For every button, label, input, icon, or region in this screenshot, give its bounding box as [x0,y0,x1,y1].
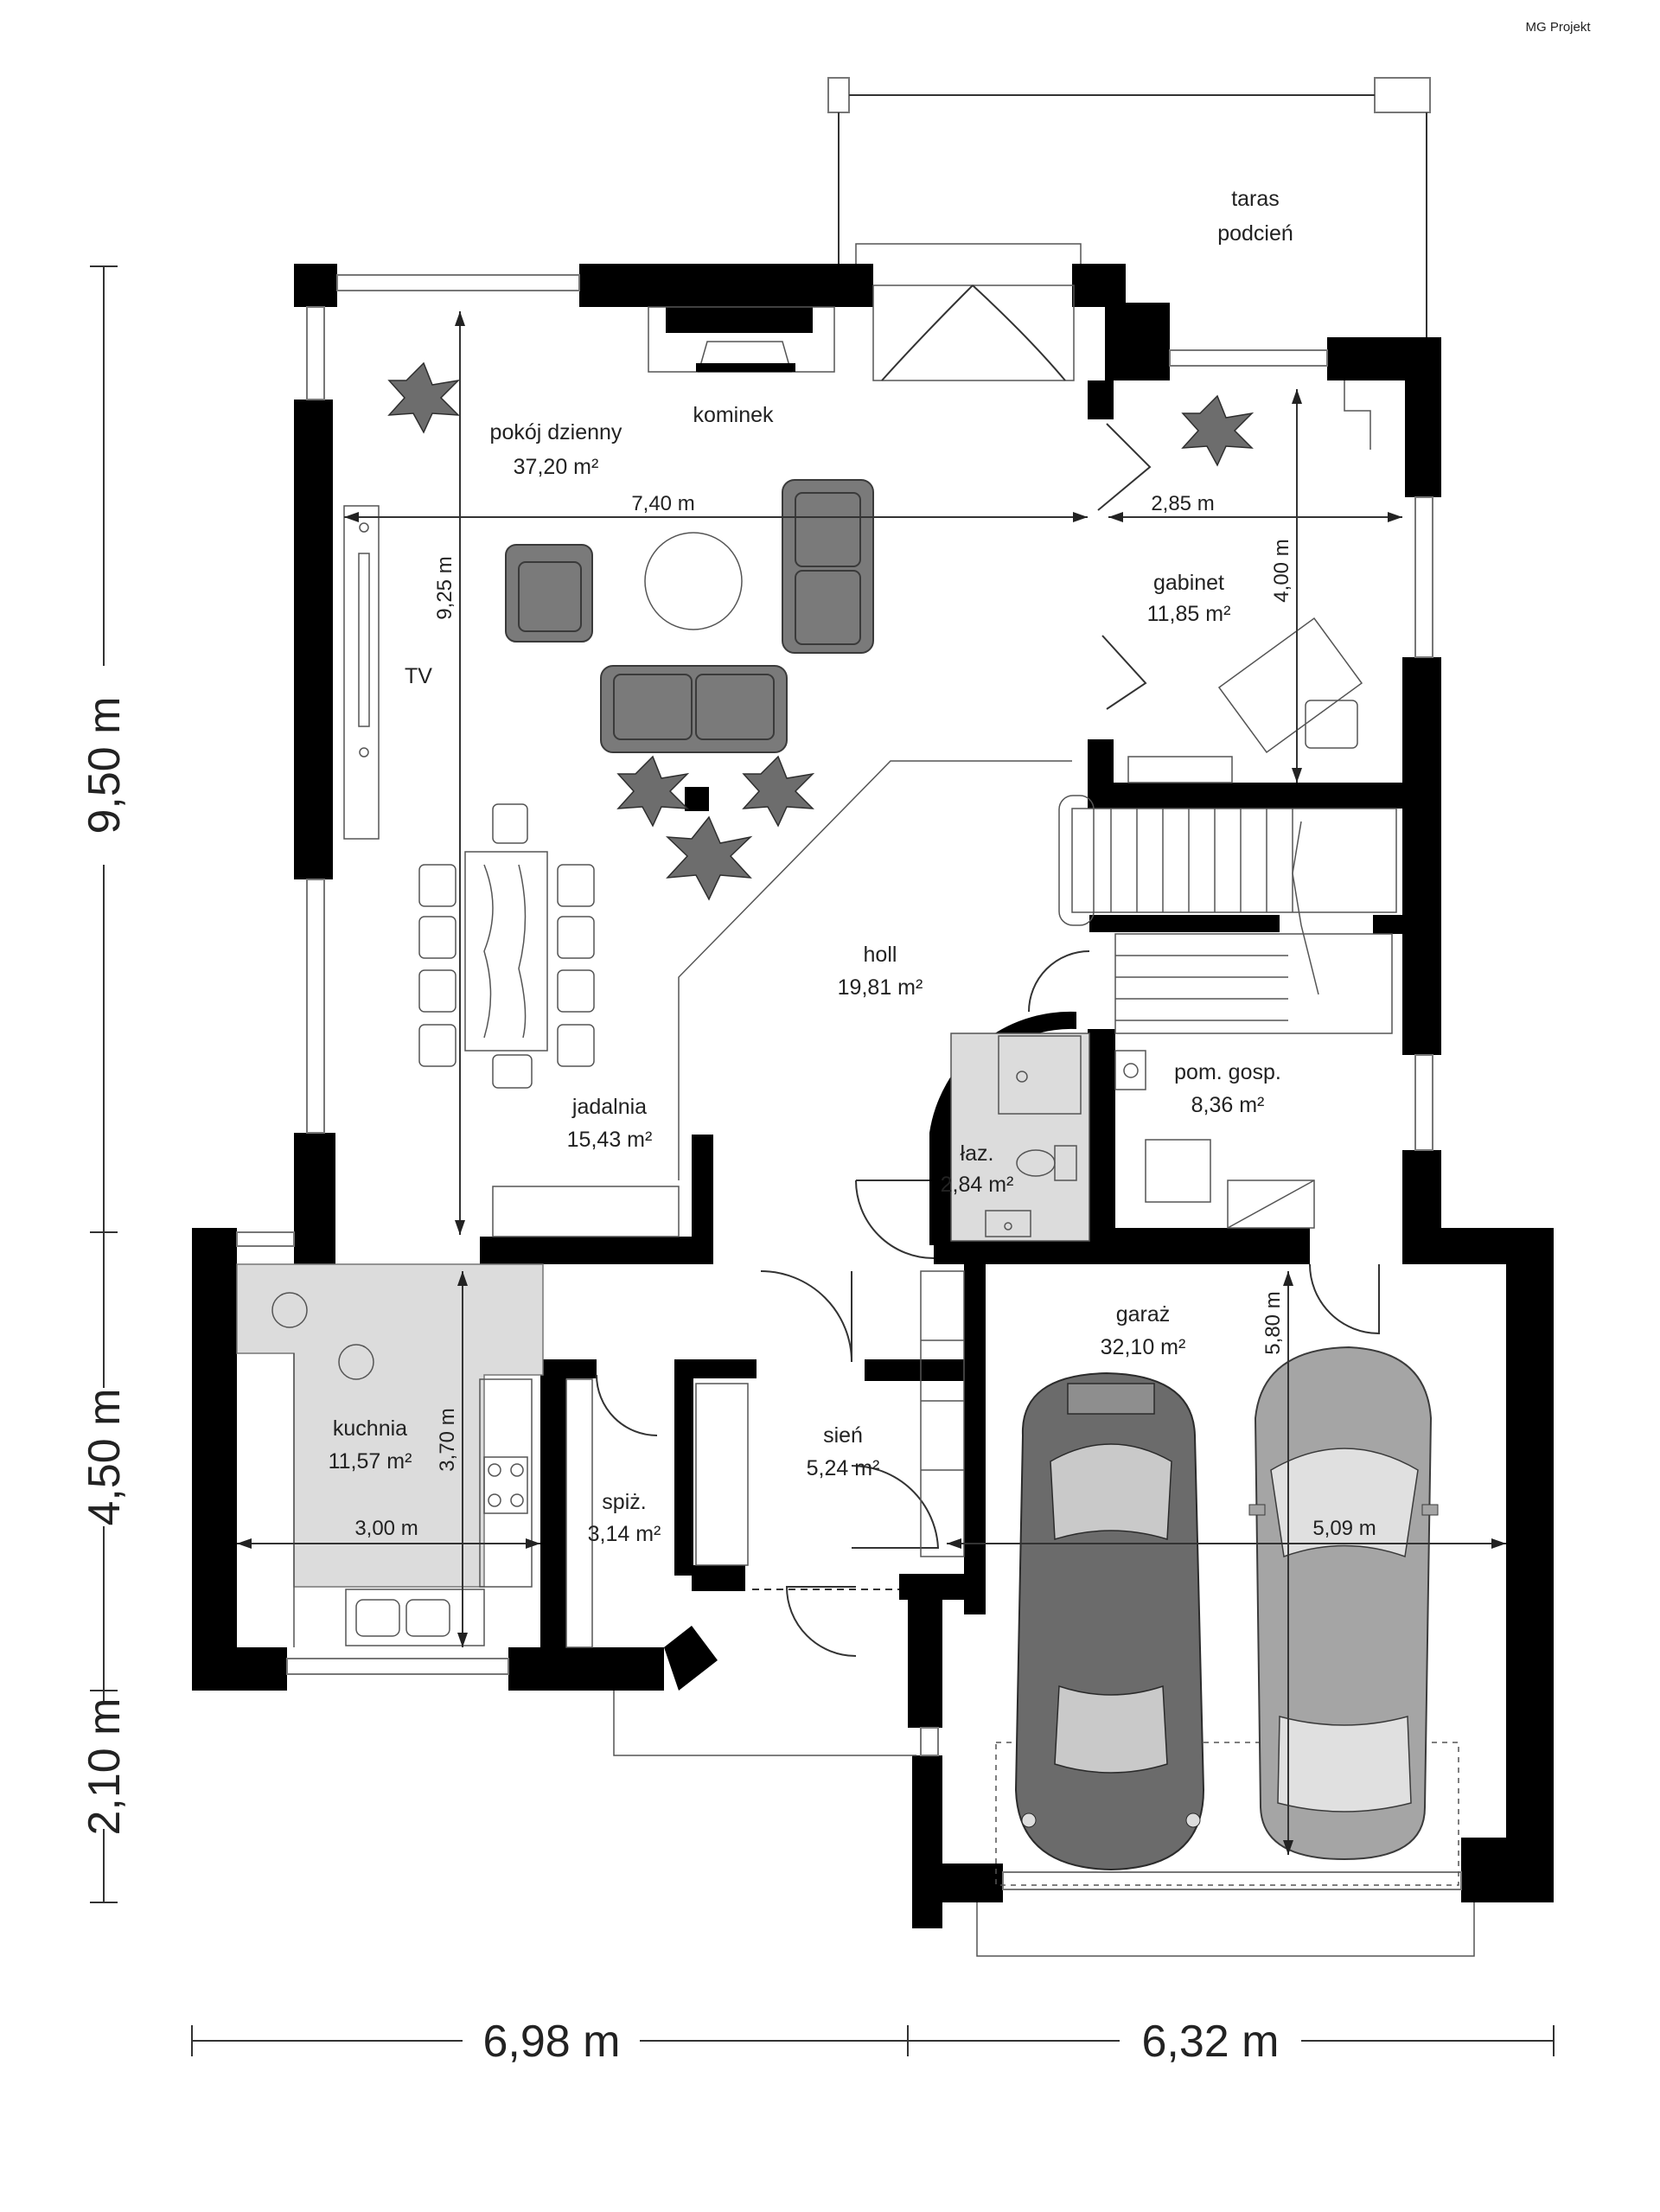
utility-area: 8,36 m² [1191,1093,1265,1117]
vestibule-area: 5,24 m² [807,1456,880,1480]
dining-furniture [418,803,680,1237]
dim-bottom-left: 6,98 m [483,2017,621,2067]
dim-left-top: 9,50 m [80,697,130,834]
windows [236,274,1462,1890]
inner-dimension-lines [237,311,1506,1855]
utility-furniture [1114,1050,1315,1229]
dim-kitchen-height: 3,70 m [436,1408,459,1471]
kitchen-area: 11,57 m² [329,1449,412,1474]
dim-office-height: 4,00 m [1270,539,1293,602]
terrace-label-2: podcień [1217,221,1293,246]
porch-outline [613,1691,916,1756]
dim-garage-width: 5,09 m [1312,1517,1376,1540]
office-furniture [1127,380,1371,783]
outer-dimension-lines [90,265,1555,2056]
kitchen-furniture [236,1263,544,1647]
dim-garage-depth: 5,80 m [1261,1291,1285,1354]
shelves [565,1270,965,1648]
bathroom [929,1011,1090,1245]
dim-kitchen-width: 3,00 m [354,1517,418,1540]
dim-left-bottom: 2,10 m [80,1698,130,1836]
dining-area: 15,43 m² [567,1128,653,1152]
vestibule-name: sień [823,1423,863,1448]
stairs [1058,795,1397,1034]
terrace-label-1: taras [1231,187,1280,211]
car-left [1014,1371,1205,1871]
garage-name: garaż [1116,1302,1171,1327]
dim-living-height: 9,25 m [433,556,456,619]
terrace [827,77,1431,346]
bathroom-area: 2,84 m² [941,1173,1014,1197]
hall-area: 19,81 m² [838,975,923,1000]
garage-area: 32,10 m² [1101,1335,1186,1359]
pantry-name: spiż. [602,1490,646,1514]
living-room-name: pokój dzienny [490,420,622,444]
dim-left-middle: 4,50 m [80,1389,130,1526]
kitchen-name: kuchnia [333,1416,407,1441]
car-right [1248,1346,1439,1861]
brand-label: MG Projekt [1525,20,1591,35]
living-room-area: 37,20 m² [514,455,599,479]
living-furniture [343,361,1255,901]
pantry-area: 3,14 m² [588,1522,661,1546]
doors [596,284,1380,1657]
office-name: gabinet [1153,571,1224,595]
tv-label: TV [405,664,432,688]
fireplace-label: kominek [693,403,774,427]
dining-name: jadalnia [571,1095,647,1119]
bathroom-name: łaz. [961,1141,994,1166]
hall-name: holl [864,943,897,967]
hall-edge [678,760,1072,1180]
garage-drive [995,1742,1459,1886]
utility-name: pom. gosp. [1174,1060,1281,1084]
dim-bottom-right: 6,32 m [1142,2017,1280,2067]
office-area: 11,85 m² [1147,602,1231,626]
dim-office-width: 2,85 m [1151,492,1214,515]
garage-apron [976,1902,1475,1957]
dim-living-width: 7,40 m [631,492,694,515]
fireplace [648,306,835,373]
